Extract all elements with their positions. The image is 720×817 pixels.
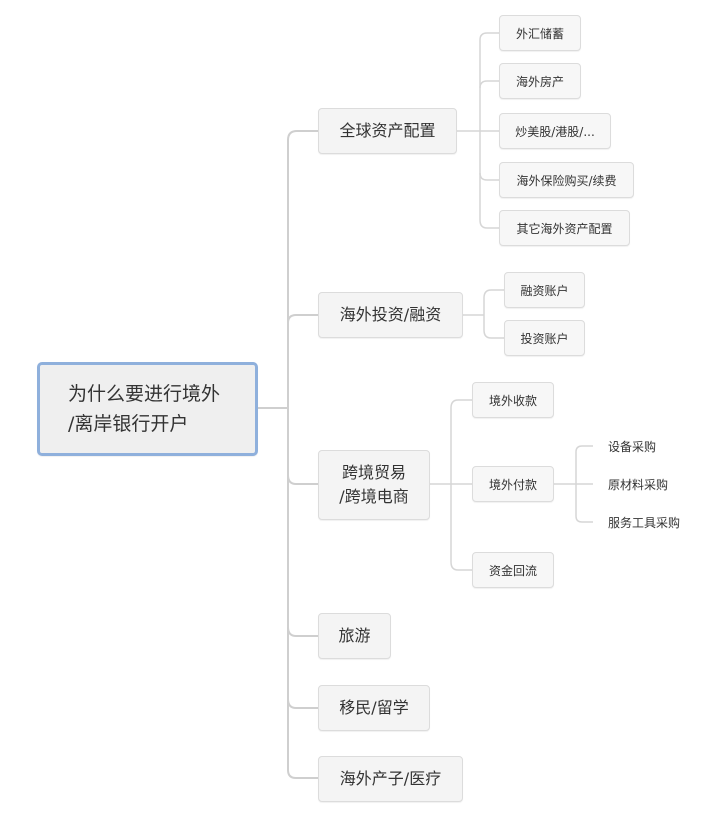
node-label: 炒美股/港股/...: [515, 124, 595, 139]
branch-label: 移民/留学: [339, 698, 409, 717]
node-label: 境外付款: [488, 477, 537, 492]
node-us-hk-stocks[interactable]: 炒美股/港股/...: [499, 113, 611, 149]
branch-label: 旅游: [338, 626, 371, 645]
root-label-line1: 为什么要进行境外: [68, 383, 221, 405]
node-overseas-property[interactable]: 海外房产: [499, 63, 581, 99]
branch-label: 全球资产配置: [339, 121, 436, 140]
branch-label-line2: /跨境电商: [339, 487, 409, 506]
branch-immigration-study[interactable]: 移民/留学: [318, 685, 430, 731]
root-node[interactable]: 为什么要进行境外 /离岸银行开户: [37, 362, 258, 456]
node-label: 境外收款: [488, 393, 537, 408]
node-investment-account[interactable]: 投资账户: [504, 320, 585, 356]
node-label: 投资账户: [520, 331, 569, 346]
root-label-line2: /离岸银行开户: [68, 413, 189, 435]
node-overseas-insurance[interactable]: 海外保险购买/续费: [499, 162, 634, 198]
branch-label: 海外投资/融资: [339, 305, 442, 324]
branch-cross-border-trade[interactable]: 跨境贸易 /跨境电商: [318, 450, 430, 520]
branch-global-asset-allocation[interactable]: 全球资产配置: [318, 108, 457, 154]
node-label: 海外保险购买/续费: [516, 173, 617, 188]
node-fund-repatriation[interactable]: 资金回流: [472, 552, 554, 588]
leaf-raw-material-purchase[interactable]: 原材料采购: [608, 478, 669, 492]
node-label: 海外房产: [515, 74, 564, 89]
node-financing-account[interactable]: 融资账户: [504, 272, 585, 308]
node-overseas-payment[interactable]: 境外付款: [472, 466, 554, 502]
branch-label-line1: 跨境贸易: [341, 463, 406, 482]
node-other-overseas-assets[interactable]: 其它海外资产配置: [499, 210, 630, 246]
node-label: 融资账户: [520, 283, 569, 298]
branch-travel[interactable]: 旅游: [318, 613, 391, 659]
branch-label: 海外产子/医疗: [339, 769, 442, 788]
leaf-equipment-purchase[interactable]: 设备采购: [608, 440, 657, 454]
node-label: 资金回流: [488, 563, 537, 578]
leaf-service-tool-purchase[interactable]: 服务工具采购: [608, 516, 681, 530]
branch-overseas-birth-medical[interactable]: 海外产子/医疗: [318, 756, 463, 802]
node-overseas-receipt[interactable]: 境外收款: [472, 382, 554, 418]
branch-overseas-investment-financing[interactable]: 海外投资/融资: [318, 292, 463, 338]
node-label: 外汇储蓄: [515, 26, 564, 41]
node-label: 其它海外资产配置: [516, 221, 613, 236]
node-forex-savings[interactable]: 外汇储蓄: [499, 15, 581, 51]
